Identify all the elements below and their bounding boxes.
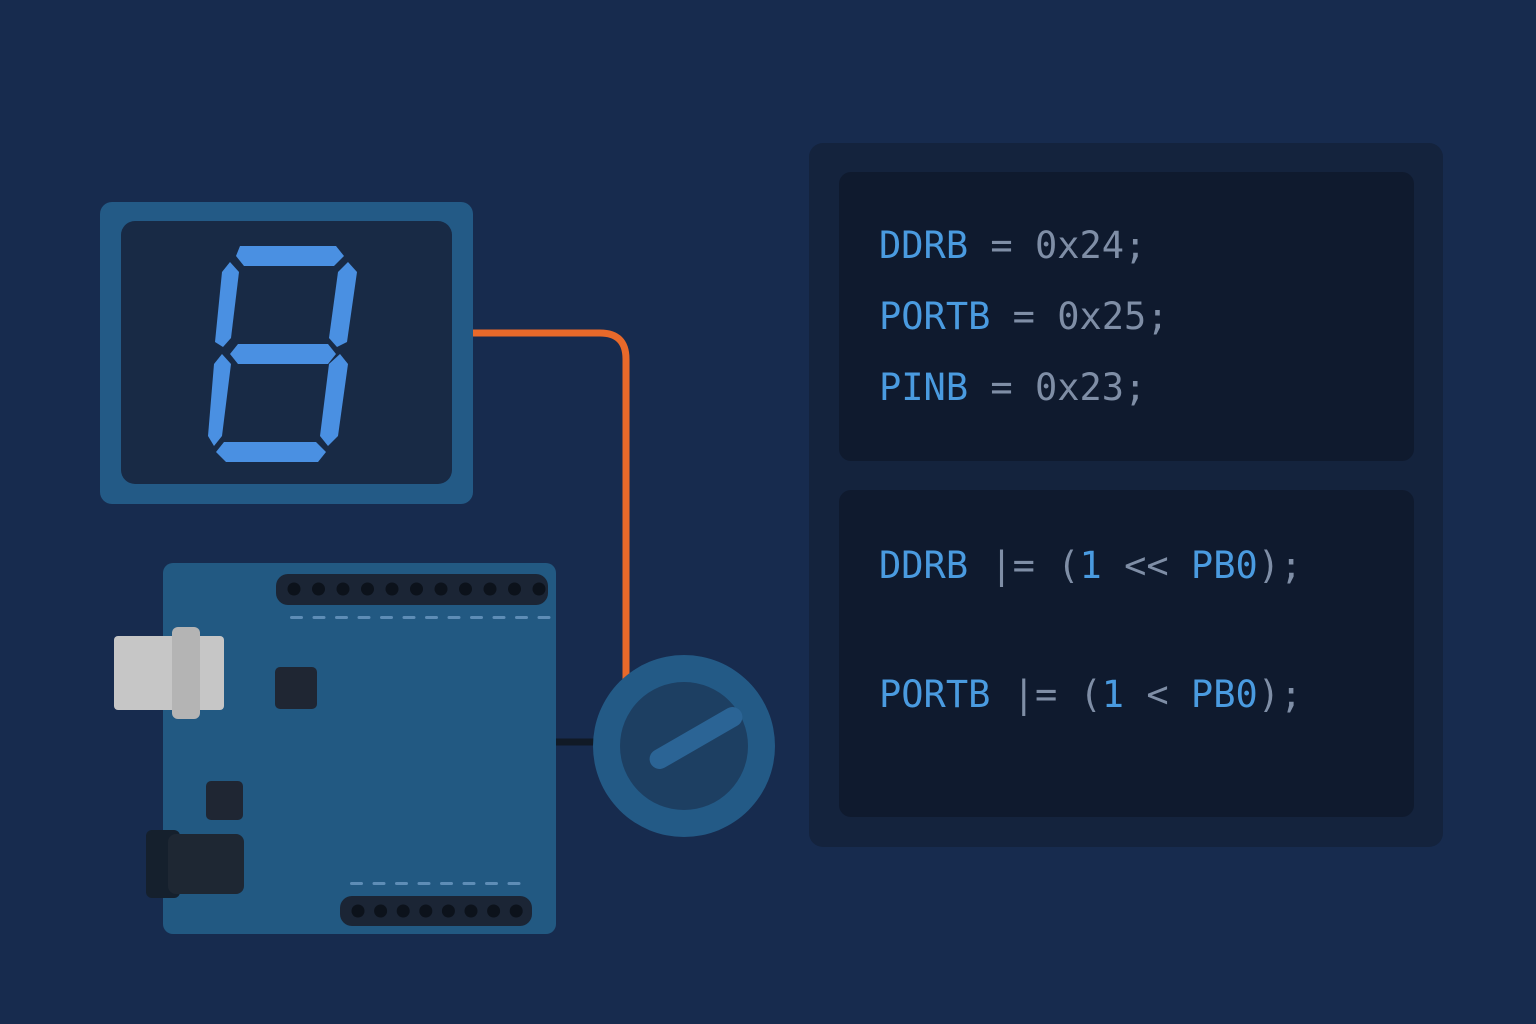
header-pin-hole	[508, 582, 521, 596]
close-paren: );	[1257, 544, 1303, 587]
silkscreen-mark	[485, 882, 498, 885]
segment-d	[216, 442, 326, 462]
silkscreen-mark	[312, 616, 326, 619]
register-name: PORTB	[879, 673, 991, 716]
segment-a	[236, 246, 344, 266]
literal-one: 1	[1101, 673, 1125, 716]
segment-f	[215, 262, 239, 347]
register-name: PINB	[879, 366, 969, 409]
shift-operator: <<	[1124, 544, 1169, 587]
semicolon: ;	[1124, 224, 1147, 267]
open-paren: (	[1057, 544, 1080, 587]
register-definitions-block: DDRB = 0x24; PORTB = 0x25; PINB = 0x23;	[839, 172, 1414, 461]
silkscreen-mark	[462, 882, 476, 885]
silkscreen-mark	[380, 616, 393, 619]
open-paren: (	[1079, 673, 1102, 716]
register-address: 0x25	[1057, 295, 1147, 338]
register-name: PORTB	[879, 295, 991, 338]
knob-pointer	[649, 707, 743, 769]
signal-wire	[470, 329, 630, 680]
silkscreen-mark	[290, 616, 303, 619]
header-pin-hole	[374, 904, 388, 918]
segment-e	[208, 354, 231, 446]
segment-b	[329, 262, 357, 347]
microcontroller-board	[114, 563, 556, 934]
register-address: 0x24	[1034, 224, 1125, 267]
semicolon: ;	[1146, 295, 1169, 338]
silkscreen-mark	[402, 616, 416, 619]
segment-c	[320, 354, 348, 446]
assign-operator: =	[990, 224, 1013, 267]
header-pin-hole	[459, 582, 472, 596]
power-jack-body	[168, 834, 244, 894]
header-pin-hole	[483, 582, 497, 596]
silkscreen-mark	[425, 616, 438, 619]
assign-operator: =	[1012, 295, 1035, 338]
silkscreen-mark	[372, 882, 386, 885]
semicolon: ;	[1124, 366, 1147, 409]
silkscreen-mark	[357, 616, 371, 619]
chip	[275, 667, 317, 709]
silkscreen-mark	[492, 616, 506, 619]
header-pin-hole	[312, 582, 325, 596]
digit-segments	[208, 246, 357, 462]
silkscreen-mark	[350, 882, 363, 885]
top-pin-header	[276, 574, 551, 619]
or-assign-operator: |=	[990, 544, 1035, 587]
header-pin-hole	[441, 904, 455, 918]
silkscreen-mark	[515, 616, 528, 619]
header-pin-hole	[385, 582, 399, 596]
header-pin-hole	[509, 904, 523, 918]
board-pcb	[163, 563, 556, 934]
segment-g	[230, 344, 336, 364]
pin-name: PB0	[1190, 544, 1258, 587]
bottom-pin-header	[340, 882, 532, 926]
code-line-ddrb-def: DDRB = 0x24;	[879, 224, 1146, 268]
silkscreen-mark	[470, 616, 483, 619]
pin-name: PB0	[1190, 673, 1258, 716]
silkscreen-mark	[395, 882, 408, 885]
register-address: 0x23	[1034, 366, 1125, 409]
silkscreen-mark	[447, 616, 461, 619]
close-paren: );	[1257, 673, 1303, 716]
shift-operator: <	[1146, 673, 1169, 716]
code-line-portb-def: PORTB = 0x25;	[879, 295, 1169, 339]
usb-connector	[114, 636, 224, 710]
code-panel: DDRB = 0x24; PORTB = 0x25; PINB = 0x23; …	[809, 143, 1443, 847]
code-line-portb-set: PORTB |= (1 < PB0);	[879, 673, 1302, 717]
register-name: DDRB	[879, 544, 969, 587]
literal-one: 1	[1079, 544, 1102, 587]
header-pin-hole	[396, 904, 410, 918]
usb-connector-tab	[172, 627, 200, 719]
header-pin-hole	[287, 582, 301, 596]
chip-small	[206, 781, 243, 820]
header-pin-hole	[487, 904, 501, 918]
silkscreen-mark	[537, 616, 551, 619]
bit-operations-block: DDRB |= (1 << PB0); PORTB |= (1 < PB0);	[839, 490, 1414, 817]
seven-segment-display	[100, 202, 473, 504]
header-pin-hole	[464, 904, 478, 918]
header-pin-hole	[434, 582, 448, 596]
potentiometer	[593, 655, 775, 837]
header-pin-hole	[410, 582, 423, 596]
or-assign-operator: |=	[1012, 673, 1058, 716]
assign-operator: =	[990, 366, 1013, 409]
silkscreen-mark	[335, 616, 348, 619]
header-pin-hole	[361, 582, 374, 596]
header-pin-hole	[336, 582, 350, 596]
code-line-ddrb-set: DDRB |= (1 << PB0);	[879, 544, 1302, 588]
silkscreen-mark	[417, 882, 431, 885]
silkscreen-mark	[440, 882, 453, 885]
silkscreen-mark	[507, 882, 521, 885]
code-line-pinb-def: PINB = 0x23;	[879, 366, 1146, 410]
header-pin-hole	[351, 904, 365, 918]
header-pin-hole	[532, 582, 546, 596]
register-name: DDRB	[879, 224, 969, 267]
header-pin-hole	[419, 904, 433, 918]
